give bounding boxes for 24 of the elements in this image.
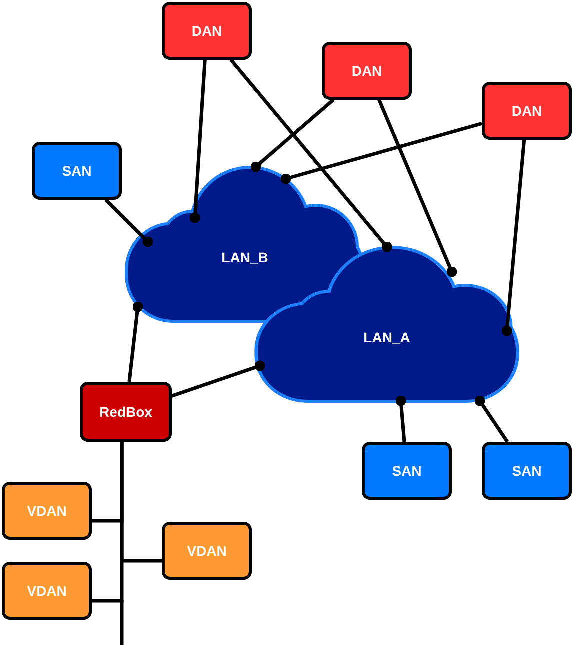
connector-line bbox=[280, 122, 482, 184]
connector-line bbox=[92, 442, 124, 603]
vdan-box: VDAN bbox=[2, 562, 92, 620]
connector-line bbox=[190, 60, 207, 224]
dan-box: DAN bbox=[322, 42, 412, 100]
network-label: LAN_A bbox=[364, 328, 410, 348]
connector-line bbox=[128, 302, 144, 382]
dan-box: DAN bbox=[482, 82, 572, 140]
san-box: SAN bbox=[482, 442, 572, 500]
connector-line bbox=[171, 360, 266, 398]
connector-line bbox=[474, 396, 509, 443]
network-label: LAN_B bbox=[222, 248, 268, 268]
vdan-box: VDAN bbox=[2, 482, 92, 540]
connector-line bbox=[396, 396, 406, 442]
san-box: SAN bbox=[362, 442, 452, 500]
dan-box: DAN bbox=[162, 2, 252, 60]
connector-line bbox=[104, 198, 154, 248]
san-box: SAN bbox=[32, 142, 122, 200]
connector-line bbox=[502, 140, 526, 336]
connector-line bbox=[230, 58, 392, 252]
redbox-box: RedBox bbox=[80, 382, 172, 442]
connector-line bbox=[378, 99, 458, 278]
connector-line bbox=[250, 98, 335, 172]
vdan-box: VDAN bbox=[162, 522, 252, 580]
